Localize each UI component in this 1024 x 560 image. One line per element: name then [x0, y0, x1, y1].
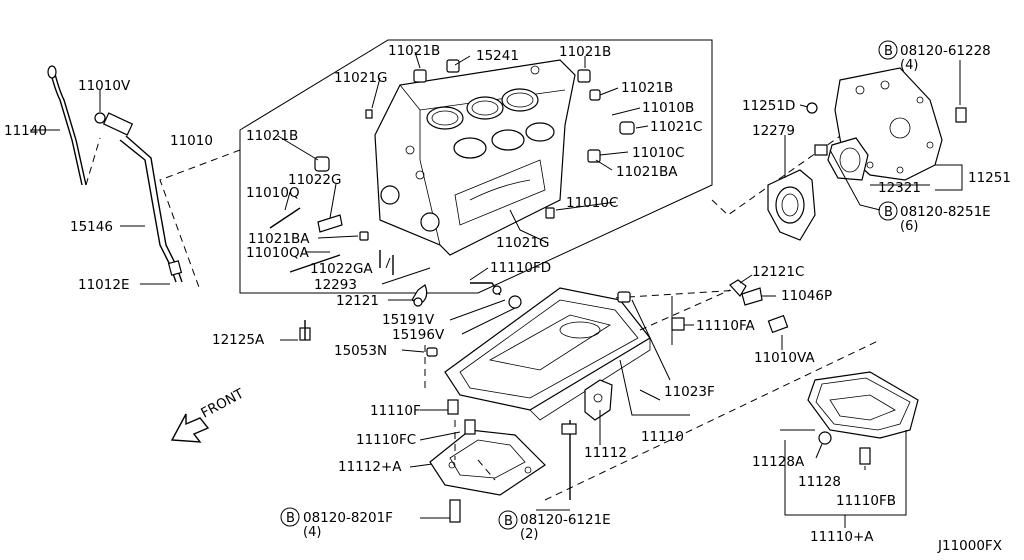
label-11010B: 11010B — [642, 100, 694, 116]
label-08120-8201F-qty: (4) — [303, 525, 321, 540]
label-11012E: 11012E — [78, 277, 129, 293]
bolt-prefix-8251E: B — [884, 205, 893, 220]
label-15146: 15146 — [70, 219, 113, 235]
bolt-prefix-6121E: B — [504, 514, 513, 529]
label-12125A: 12125A — [212, 332, 265, 348]
label-12121C: 12121C — [752, 264, 804, 280]
label-11021B-left: 11021B — [246, 128, 298, 144]
label-11251D: 11251D — [742, 98, 795, 114]
label-11112A: 11112+A — [338, 459, 402, 475]
oil-pan-lower — [780, 371, 919, 528]
label-11128A: 11128A — [752, 454, 805, 470]
label-11010QA: 11010QA — [246, 245, 310, 261]
label-08120-61228: 08120-61228 — [900, 43, 991, 59]
label-08120-8251E-qty: (6) — [900, 219, 918, 234]
block-leaders — [277, 51, 649, 353]
bolt-prefix-8201F: B — [286, 511, 295, 526]
label-11021B-right: 11021B — [559, 44, 611, 60]
label-11128: 11128 — [798, 474, 841, 490]
oil-pan-upper — [444, 287, 651, 500]
bolt-prefix-61228: B — [884, 44, 893, 59]
label-11021C: 11021C — [650, 119, 702, 135]
label-11251: 11251 — [968, 170, 1011, 186]
label-08120-8251E: 08120-8251E — [900, 204, 991, 220]
label-15191V: 15191V — [382, 312, 435, 328]
label-11021B-top: 11021B — [388, 43, 440, 59]
oil-pan-dashes — [454, 289, 731, 481]
label-08120-61228-qty: (4) — [900, 58, 918, 73]
label-11110A: 11110+A — [810, 529, 874, 545]
label-12321: 12321 — [878, 180, 921, 196]
label-11110FC: 11110FC — [356, 432, 416, 448]
label-12121: 12121 — [336, 293, 379, 309]
right-leaders — [671, 60, 963, 350]
label-11023F: 11023F — [664, 384, 715, 400]
label-12279: 12279 — [752, 123, 795, 139]
front-label: FRONT — [198, 385, 247, 421]
oil-pan-leaders — [409, 296, 694, 519]
seal-retainer — [767, 137, 869, 241]
label-11022GA: 11022GA — [310, 261, 373, 277]
label-11010C-upper: 11010C — [632, 145, 684, 161]
label-08120-8201F: 08120-8201F — [303, 510, 393, 526]
label-11021G-bottom: 11021G — [496, 235, 549, 251]
diagram-code: J11000FX — [937, 538, 1002, 554]
dipstick-assembly — [30, 65, 183, 285]
label-12293: 12293 — [314, 277, 357, 293]
bolt-prefix-circles — [280, 40, 898, 530]
label-15196V: 15196V — [392, 327, 445, 343]
baffle-plate — [429, 399, 546, 523]
label-15053N: 15053N — [334, 343, 387, 359]
cylinder-block — [374, 59, 576, 256]
label-11010V: 11010V — [78, 78, 131, 94]
label-11046P: 11046P — [781, 288, 832, 304]
block-small-parts — [269, 59, 635, 357]
label-11021B-mid: 11021B — [621, 80, 673, 96]
label-11112: 11112 — [584, 445, 627, 461]
label-11021BA-left: 11021BA — [248, 231, 310, 247]
label-11110FD: 11110FD — [490, 260, 551, 276]
label-11010C-lower: 11010C — [566, 195, 618, 211]
label-11010Q: 11010Q — [246, 185, 300, 201]
front-arrow-icon — [170, 413, 210, 443]
label-11010VA: 11010VA — [754, 350, 815, 366]
label-11140: 11140 — [4, 123, 47, 139]
label-11110F: 11110F — [370, 403, 421, 419]
label-11110FB: 11110FB — [836, 493, 896, 509]
label-11110FA: 11110FA — [696, 318, 755, 334]
label-11010: 11010 — [170, 133, 213, 149]
label-11110: 11110 — [641, 429, 684, 445]
label-11021BA-right: 11021BA — [616, 164, 678, 180]
label-08120-6121E-qty: (2) — [520, 527, 538, 542]
label-08120-6121E: 08120-6121E — [520, 512, 611, 528]
label-11021G-top: 11021G — [334, 70, 387, 86]
label-15241: 15241 — [476, 48, 519, 64]
label-11022G: 11022G — [288, 172, 341, 188]
